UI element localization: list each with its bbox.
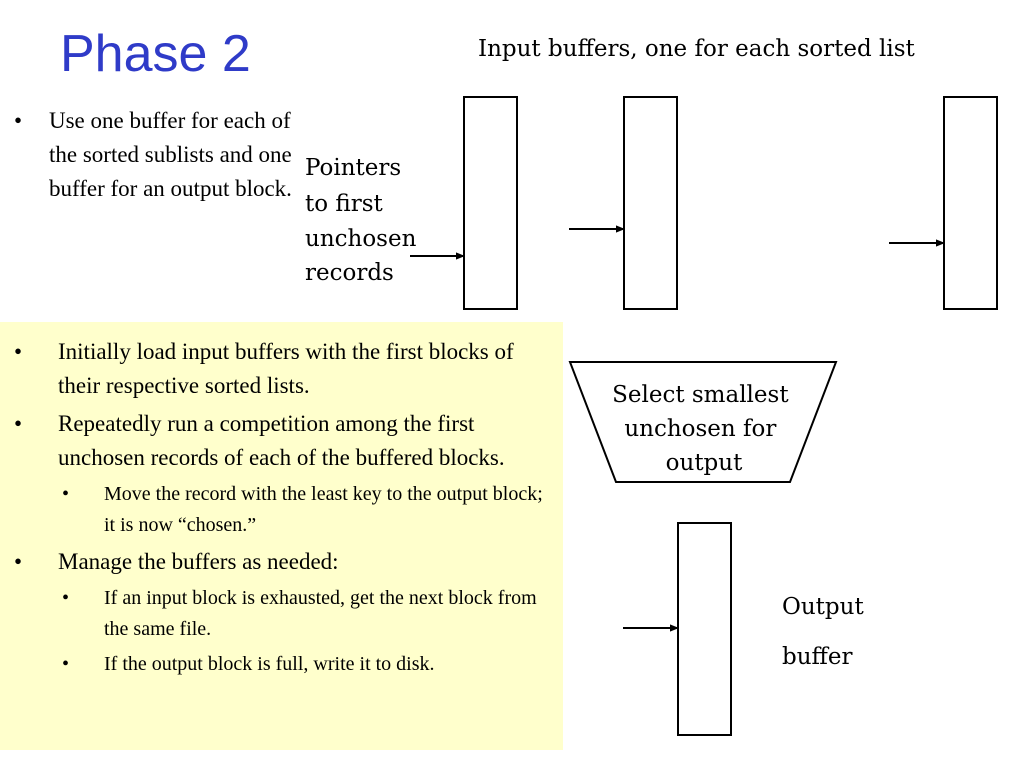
bullet-text: If an input block is exhausted, get the … bbox=[104, 587, 537, 640]
output-buffer-label: Output buffer bbox=[782, 594, 871, 670]
select-label-line: unchosen for bbox=[624, 416, 776, 442]
bullet-panel: • Initially load input buffers with the … bbox=[0, 322, 563, 750]
bullet-item: • Manage the buffers as needed: bbox=[14, 545, 549, 579]
select-label-line: output bbox=[666, 450, 743, 476]
select-label-line: Select smallest bbox=[612, 382, 789, 408]
pointers-label-line: Pointers bbox=[305, 155, 401, 181]
bullet-text: If the output block is full, write it to… bbox=[104, 653, 435, 675]
bullet-text: Move the record with the least key to th… bbox=[104, 483, 543, 536]
intro-bullet: • Use one buffer for each of the sorted … bbox=[14, 104, 294, 206]
pointers-label: Pointers to first unchosen records bbox=[305, 155, 424, 286]
pointers-label-line: records bbox=[305, 260, 394, 286]
bullet-dot: • bbox=[62, 587, 70, 609]
bullet-dot: • bbox=[62, 653, 70, 675]
slide-title: Phase 2 bbox=[60, 25, 251, 83]
pointers-label-line: unchosen bbox=[305, 226, 417, 252]
input-buffer-3 bbox=[943, 96, 998, 310]
select-smallest-funnel bbox=[568, 361, 838, 483]
sub-bullet-item: • If an input block is exhausted, get th… bbox=[14, 583, 549, 645]
bullet-dot: • bbox=[14, 411, 23, 436]
bullet-dot: • bbox=[14, 339, 23, 364]
bullet-text: Repeatedly run a competition among the f… bbox=[58, 411, 505, 470]
output-label-line: Output bbox=[782, 594, 864, 620]
sub-bullet-item: • Move the record with the least key to … bbox=[14, 479, 549, 541]
output-buffer bbox=[677, 522, 732, 736]
bullet-dot: • bbox=[14, 549, 23, 574]
sub-bullet-item: • If the output block is full, write it … bbox=[14, 649, 549, 680]
intro-bullet-text: Use one buffer for each of the sorted su… bbox=[49, 108, 292, 201]
input-buffers-label: Input buffers, one for each sorted list bbox=[478, 36, 916, 62]
bullet-dot: • bbox=[62, 483, 70, 505]
input-buffer-2 bbox=[623, 96, 678, 310]
input-buffer-1 bbox=[463, 96, 518, 310]
pointers-label-line: to first bbox=[305, 191, 384, 217]
bullet-text: Initially load input buffers with the fi… bbox=[58, 339, 514, 398]
output-label-line: buffer bbox=[782, 644, 852, 670]
bullet-dot: • bbox=[14, 108, 23, 133]
bullet-item: • Repeatedly run a competition among the… bbox=[14, 407, 549, 475]
bullet-text: Manage the buffers as needed: bbox=[58, 549, 339, 574]
bullet-item: • Initially load input buffers with the … bbox=[14, 335, 549, 403]
select-label: Select smallest unchosen for output bbox=[612, 382, 796, 476]
